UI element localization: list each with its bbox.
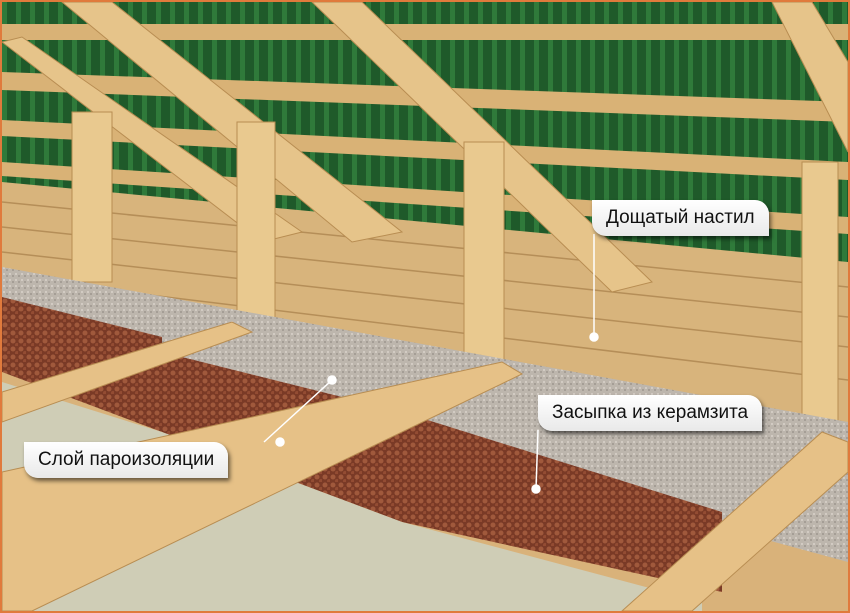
floor-joists <box>2 321 848 611</box>
label-plank-flooring: Дощатый настил <box>592 200 769 236</box>
plank-wall <box>2 182 848 432</box>
expanded-clay-fill-left <box>2 297 162 432</box>
label-vapor-barrier-layer: Слой пароизоляции <box>24 442 229 478</box>
posts <box>71 111 839 463</box>
label-expanded-clay-fill: Засыпка из керамзита <box>538 395 763 431</box>
leader-lines <box>263 234 599 494</box>
